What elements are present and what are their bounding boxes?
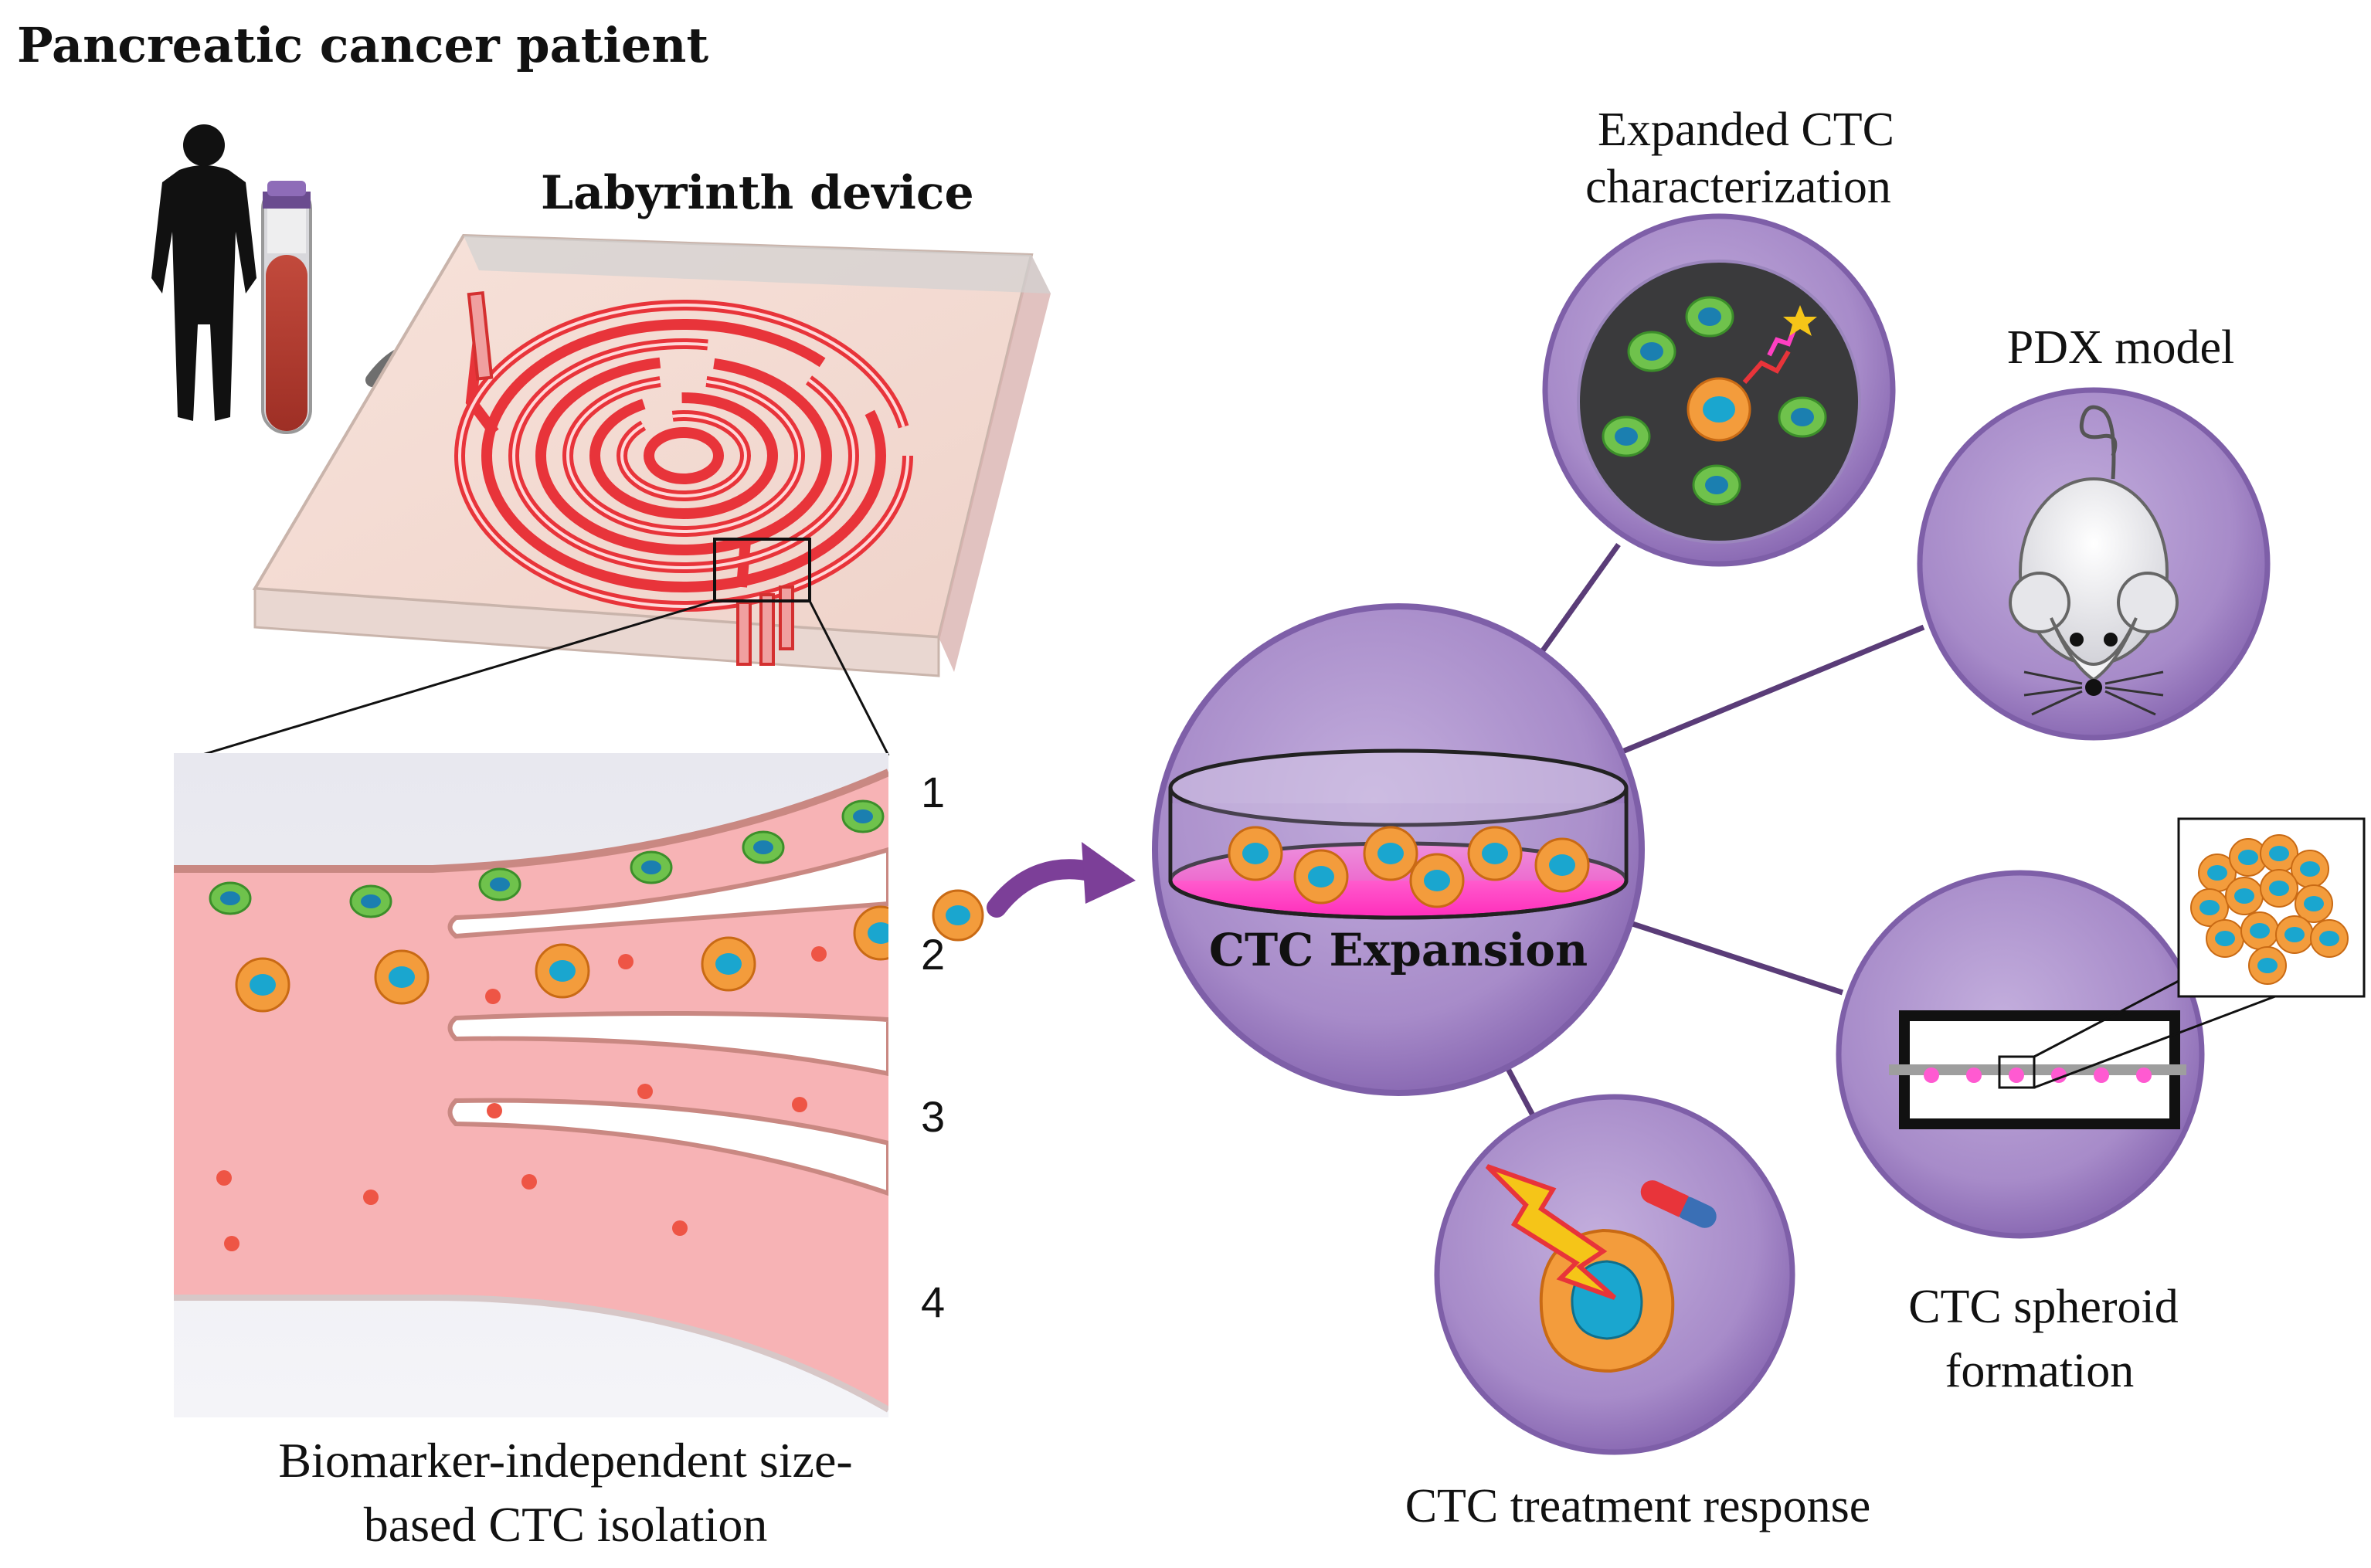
expanded-ctcs [1228, 826, 1590, 908]
flow-channel-zoom [174, 753, 888, 1417]
ctc-expansion-circle: CTC Expansion [1152, 603, 1645, 1096]
lightning-icon [1485, 1164, 1616, 1300]
device-label: Labyrinth device [541, 166, 974, 220]
characterization-label-line2: characterization [1585, 161, 1891, 213]
human-silhouette-icon [151, 124, 256, 421]
antibody-icon [1742, 305, 1817, 384]
page-title: Pancreatic cancer patient [17, 17, 708, 73]
isolation-caption-line1: Biomarker-independent size- [278, 1433, 852, 1488]
drug-capsule-icon [1640, 1180, 1717, 1228]
zoom-box [713, 538, 811, 602]
treatment-label: CTC treatment response [1405, 1480, 1871, 1532]
spheroid-zoom-box [2177, 817, 2366, 998]
characterization-circle [1542, 213, 1896, 567]
labyrinth-device [252, 233, 1051, 677]
spheroid-label-line2: formation [1945, 1345, 2135, 1397]
spheroid-circle [1836, 870, 2205, 1239]
outlet-number-4: 4 [921, 1278, 945, 1326]
blood-tube-icon [261, 181, 312, 434]
pdx-circle [1917, 387, 2271, 741]
transfer-arrow-icon [987, 859, 1107, 918]
pdx-label: PDX model [2007, 321, 2235, 374]
mouse-icon [2009, 405, 2179, 716]
isolation-caption-line2: based CTC isolation [364, 1497, 768, 1552]
center-label: CTC Expansion [1209, 924, 1588, 976]
characterization-label-line1: Expanded CTC [1598, 104, 1894, 156]
stained-wbcs [1602, 296, 1827, 506]
isolated-ctc [932, 889, 984, 942]
treatment-circle [1434, 1094, 1795, 1455]
outlet-number-1: 1 [921, 768, 945, 816]
spheroid-label-line1: CTC spheroid [1908, 1281, 2179, 1333]
spheroid-cluster [2190, 834, 2349, 985]
outlet-number-3: 3 [921, 1092, 945, 1141]
circulating-tumor-cells [235, 905, 888, 1013]
white-blood-cells [209, 799, 885, 918]
red-blood-cells [216, 946, 827, 1251]
outlet-number-2: 2 [921, 930, 945, 979]
